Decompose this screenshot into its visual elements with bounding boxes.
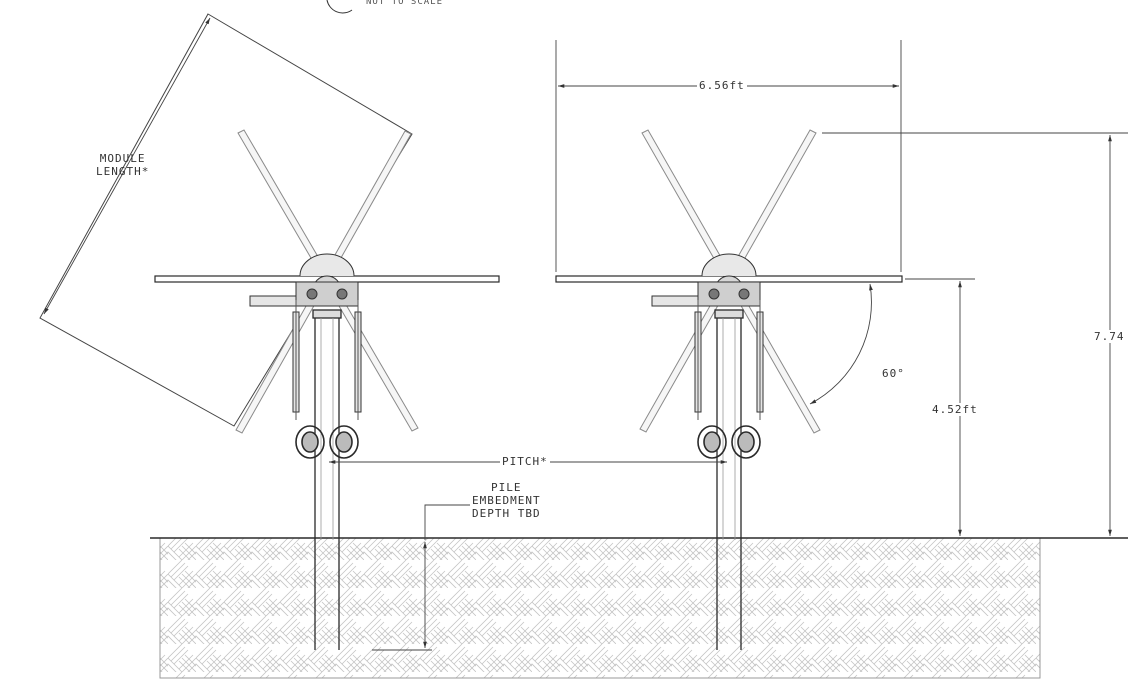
right-hub [651,253,761,307]
ground-section [150,537,1128,679]
total-height-label: 7.74 [1092,330,1127,343]
pile-line2: EMBEDMENT [472,494,541,507]
pile-line3: DEPTH TBD [472,507,541,520]
hub-height-label: 4.52ft [930,403,980,416]
left-base-clamp [295,425,359,459]
dimension-lines [43,17,1128,651]
left-hub [249,253,359,307]
left-dampers [292,300,362,420]
scale-note: NOT TO SCALE [366,0,444,7]
module-length-label: MODULE LENGTH* [94,152,151,178]
detail-bubble [326,0,353,14]
module-length-dim [43,17,211,315]
pitch-label: PITCH* [500,455,550,468]
module-length-line1: MODULE [99,152,146,165]
angle-label: 60° [882,367,905,380]
module-length-line2: LENGTH* [96,165,150,178]
right-base-clamp [697,425,761,459]
left-tracker [39,13,500,650]
right-dampers [694,300,764,420]
right-tracker [555,129,903,650]
angle-arc [809,283,873,405]
right-pile [714,309,744,650]
table-width-label: 6.56ft [697,79,747,92]
left-pile [312,309,342,650]
pile-line1: PILE [491,481,522,494]
pile-embedment-label: PILE EMBEDMENT DEPTH TBD [470,481,543,520]
